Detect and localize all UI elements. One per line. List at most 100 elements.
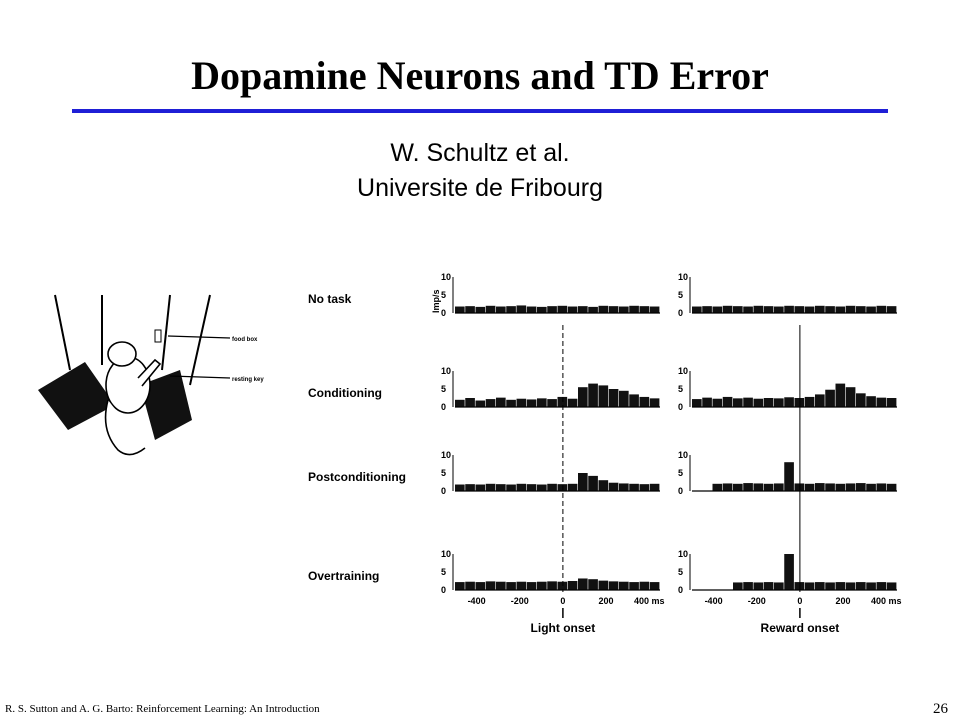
- histogram-bar: [804, 483, 815, 491]
- food-box-label: food box: [232, 337, 258, 343]
- histogram-bar: [876, 582, 887, 590]
- histogram-bar: [608, 482, 619, 491]
- histogram-bar: [876, 305, 887, 313]
- histogram-bar: [753, 582, 764, 590]
- histogram-bar: [722, 483, 733, 491]
- histogram-bar: [516, 483, 527, 491]
- histogram-bar: [712, 483, 723, 491]
- row-label: Overtraining: [308, 569, 379, 583]
- histogram-bar: [825, 389, 835, 407]
- histogram-bar: [465, 306, 475, 313]
- histogram-bar: [804, 306, 815, 313]
- histogram-bar: [835, 383, 846, 407]
- y-tick-label: 0: [678, 402, 683, 412]
- histogram-bar: [774, 582, 784, 590]
- x-tick-label: -200: [748, 596, 766, 606]
- y-tick-label: 0: [441, 486, 446, 496]
- histogram-bar: [598, 385, 609, 407]
- histogram-bar: [526, 399, 537, 407]
- histogram-bar: [753, 398, 764, 407]
- histogram-bar: [557, 305, 568, 313]
- y-tick-label: 5: [441, 468, 446, 478]
- affiliation-line: Universite de Fribourg: [357, 174, 603, 202]
- histogram-bar: [537, 581, 547, 590]
- histogram-bar: [784, 397, 794, 407]
- y-axis-label: Imp/s: [431, 289, 441, 313]
- histogram-bar: [629, 305, 639, 313]
- histogram-bar: [733, 582, 743, 590]
- histogram-bar: [835, 582, 846, 590]
- x-tick-label: 400 ms: [634, 596, 665, 606]
- histogram-bar: [784, 305, 794, 313]
- x-tick-label: -400: [705, 596, 723, 606]
- x-axis-title: Light onset: [531, 621, 596, 635]
- histogram-bar: [886, 398, 897, 407]
- histogram-bar: [722, 396, 733, 407]
- histogram-bar: [475, 484, 486, 491]
- histogram-bar: [567, 306, 578, 313]
- histogram-bar: [733, 306, 743, 313]
- y-tick-label: 5: [678, 468, 683, 478]
- histogram-bar: [629, 582, 639, 590]
- y-tick-label: 5: [441, 384, 446, 394]
- histogram-bar: [794, 306, 805, 313]
- histogram-bar: [619, 306, 629, 313]
- y-tick-label: 10: [441, 549, 451, 559]
- y-tick-label: 0: [441, 308, 446, 318]
- histogram-bar: [743, 397, 753, 407]
- y-tick-label: 10: [678, 272, 688, 282]
- histogram-bar: [496, 581, 506, 590]
- histogram-bar: [537, 484, 547, 491]
- histogram-bar: [815, 394, 825, 407]
- histogram-bar: [537, 306, 547, 313]
- histogram-bar: [608, 389, 619, 407]
- histogram-bar: [692, 306, 702, 313]
- histogram-bar: [629, 394, 639, 407]
- histogram-bar: [475, 400, 486, 407]
- histogram-bar: [578, 387, 588, 407]
- histogram-bar: [465, 581, 475, 590]
- row-label: No task: [308, 292, 352, 306]
- histogram-bar: [743, 582, 753, 590]
- histogram-bar: [825, 306, 835, 313]
- histogram-bar: [567, 483, 578, 491]
- histogram-bar: [815, 483, 825, 491]
- dopamine-response-chart: No taskConditioningPostconditioningOvert…: [308, 272, 901, 635]
- histogram-bar: [733, 483, 743, 491]
- histogram-bar: [557, 484, 568, 491]
- histogram-bar: [886, 582, 897, 590]
- histogram-bar: [598, 480, 609, 491]
- histogram-bar: [794, 398, 805, 407]
- histogram-bar: [506, 484, 516, 491]
- y-tick-label: 10: [441, 450, 451, 460]
- histogram-bar: [763, 582, 774, 590]
- histogram-bar: [702, 397, 712, 407]
- histogram-bar: [835, 306, 846, 313]
- histogram-bar: [619, 483, 629, 491]
- y-tick-label: 10: [441, 366, 451, 376]
- x-tick-label: 0: [797, 596, 802, 606]
- histogram-bar: [702, 306, 712, 313]
- row-label: Conditioning: [308, 386, 382, 400]
- histogram-bar: [455, 306, 465, 313]
- histogram-bar: [578, 306, 588, 313]
- histogram-bar: [567, 398, 578, 407]
- author-line: W. Schultz et al.: [390, 139, 570, 167]
- histogram-bar: [649, 483, 660, 491]
- y-tick-label: 0: [441, 402, 446, 412]
- x-tick-label: -200: [511, 596, 529, 606]
- histogram-bar: [856, 483, 866, 491]
- histogram-bar: [506, 399, 516, 407]
- histogram-bar: [825, 483, 835, 491]
- histogram-bar: [712, 398, 723, 407]
- histogram-bar: [784, 554, 794, 590]
- histogram-bar: [784, 462, 794, 491]
- histogram-bar: [567, 581, 578, 590]
- histogram-bar: [825, 582, 835, 590]
- histogram-bar: [475, 306, 486, 313]
- y-tick-label: 10: [678, 366, 688, 376]
- histogram-bar: [804, 582, 815, 590]
- histogram-bar: [496, 306, 506, 313]
- histogram-bar: [774, 398, 784, 407]
- histogram-bar: [804, 396, 815, 407]
